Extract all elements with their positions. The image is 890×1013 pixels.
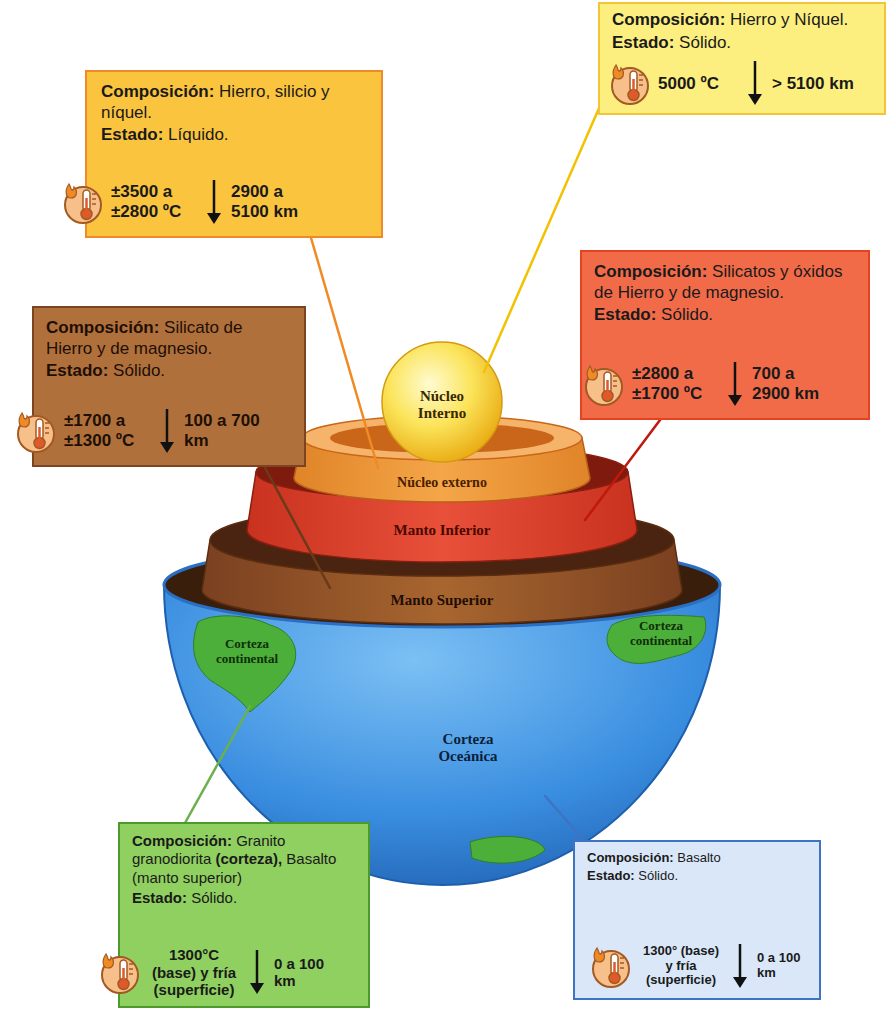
layer-callout-box: Composición:Silicatos y óxidos de Hierro… — [580, 250, 870, 420]
field-value: Sólido. — [679, 33, 731, 52]
thermometer-icon — [59, 178, 103, 226]
text-group: Composición:Silicatos y óxidos de Hierro… — [594, 262, 856, 328]
text-row: Estado: Líquido. — [101, 125, 367, 146]
text-group: Composición: Hierro y Níquel. Estado: Sólid… — [612, 10, 872, 55]
temperature-range: 1300° (base) y fría (superficie) — [639, 944, 723, 989]
field-value: Hierro y Níquel. — [730, 10, 848, 29]
depth-range: > 5100 km — [772, 74, 872, 94]
temperature-range: 5000 ºC — [658, 74, 738, 94]
text-row: Composición:Basalto — [587, 850, 807, 866]
layer-callout-box: Composición:BasaltoEstado:Sólido. 1300° (… — [573, 840, 821, 1000]
down-arrow — [724, 360, 746, 408]
temperature-range: ±2800 a ±1700 ºC — [632, 364, 718, 403]
depth-range: 2900 a 5100 km — [231, 182, 307, 221]
layer-callout-box: Composición:Silicato de Hierro y de magn… — [32, 306, 306, 467]
thermometer-icon — [606, 59, 650, 107]
thermometer-icon — [12, 407, 56, 455]
text-row: Composición: Hierro y Níquel. — [612, 10, 872, 31]
text-group: Composición:BasaltoEstado:Sólido. — [587, 850, 807, 886]
text-row: Composición:Silicato de Hierro y de magn… — [46, 318, 292, 359]
layer-callout-box: Composición: Hierro y Níquel. Estado: Sólid… — [598, 2, 886, 115]
text-group: Composición:Silicato de Hierro y de magn… — [46, 318, 292, 384]
field-value: Sólido. — [661, 305, 713, 324]
thermometer-icon — [96, 948, 140, 996]
temperature-depth-row: ±2800 a ±1700 ºC 700 a 2900 km — [594, 360, 856, 408]
temperature-depth-row: 1300° (base) y fría (superficie) 0 a 100 … — [587, 942, 807, 990]
text-row: Estado: Sólido. — [612, 33, 872, 54]
text-row: Composición:Hierro, silicio y níquel. — [101, 82, 367, 123]
text-group: Composición:Granito granodiorita(corteza… — [132, 832, 356, 909]
field-value: Basalto — [677, 850, 720, 865]
thermometer-icon — [580, 360, 624, 408]
field-label: Estado: — [46, 361, 108, 380]
temperature-range: ±1700 a ±1300 ºC — [64, 411, 150, 450]
inner-core-sphere — [382, 342, 502, 462]
text-row: Estado:Sólido. — [132, 889, 356, 907]
layer-name: Núcleo Interno — [402, 388, 482, 423]
depth-range: 0 a 100 km — [274, 955, 330, 990]
layer-name: Corteza continental — [615, 619, 707, 649]
field-label: Estado: — [587, 868, 635, 883]
layer-callout-box: Composición:Hierro, silicio y níquel.Est… — [85, 70, 383, 238]
field-label: Composición: — [46, 318, 159, 337]
field-label: Estado: — [612, 33, 674, 52]
down-arrow — [156, 407, 178, 455]
temperature-depth-row: 5000 ºC > 5100 km — [612, 59, 872, 107]
field-label: Composición: — [612, 10, 725, 29]
layer-name: Corteza continental — [201, 637, 293, 667]
field-label: Composición: — [594, 262, 707, 281]
field-label: Composición: — [587, 850, 674, 865]
layer-name: Manto Superior — [352, 592, 532, 609]
text-row: Estado: Sólido. — [46, 361, 292, 382]
field-value: Sólido. — [113, 361, 165, 380]
layer-callout-box: Composición:Granito granodiorita(corteza… — [118, 822, 370, 1008]
field-label: Estado: — [101, 125, 163, 144]
text-group: Composición:Hierro, silicio y níquel.Est… — [101, 82, 367, 148]
text-row: Estado: Sólido. — [594, 305, 856, 326]
text-row: Composición:Silicatos y óxidos de Hierro… — [594, 262, 856, 303]
depth-range: 100 a 700 km — [184, 411, 260, 450]
field-label: Estado: — [594, 305, 656, 324]
temperature-depth-row: 1300°C (base) y fría (superficie) 0 a 100… — [132, 946, 356, 998]
depth-range: 700 a 2900 km — [752, 364, 828, 403]
temperature-range: ±3500 a ±2800 ºC — [111, 182, 197, 221]
layer-name: Corteza Oceánica — [413, 731, 523, 766]
layer-name: Núcleo externo — [362, 475, 522, 491]
field-label: (corteza), — [215, 850, 282, 867]
field-value: Líquido. — [168, 125, 229, 144]
down-arrow — [203, 178, 225, 226]
field-label: Composición: — [132, 832, 232, 849]
thermometer-icon — [587, 942, 631, 990]
down-arrow — [729, 942, 751, 990]
field-label: Estado: — [132, 889, 187, 906]
text-row: Estado:Sólido. — [587, 868, 807, 884]
down-arrow — [744, 59, 766, 107]
field-label: Composición: — [101, 82, 214, 101]
text-row: Composición:Granito granodiorita(corteza… — [132, 832, 356, 887]
temperature-range: 1300°C (base) y fría (superficie) — [148, 946, 240, 998]
field-value: Sólido. — [638, 868, 678, 883]
down-arrow — [246, 948, 268, 996]
layer-name: Manto Inferior — [362, 522, 522, 539]
temperature-depth-row: ±1700 a ±1300 ºC 100 a 700 km — [46, 407, 292, 455]
depth-range: 0 a 100 km — [757, 951, 809, 981]
field-value: Sólido. — [191, 889, 237, 906]
temperature-depth-row: ±3500 a ±2800 ºC 2900 a 5100 km — [101, 178, 367, 226]
